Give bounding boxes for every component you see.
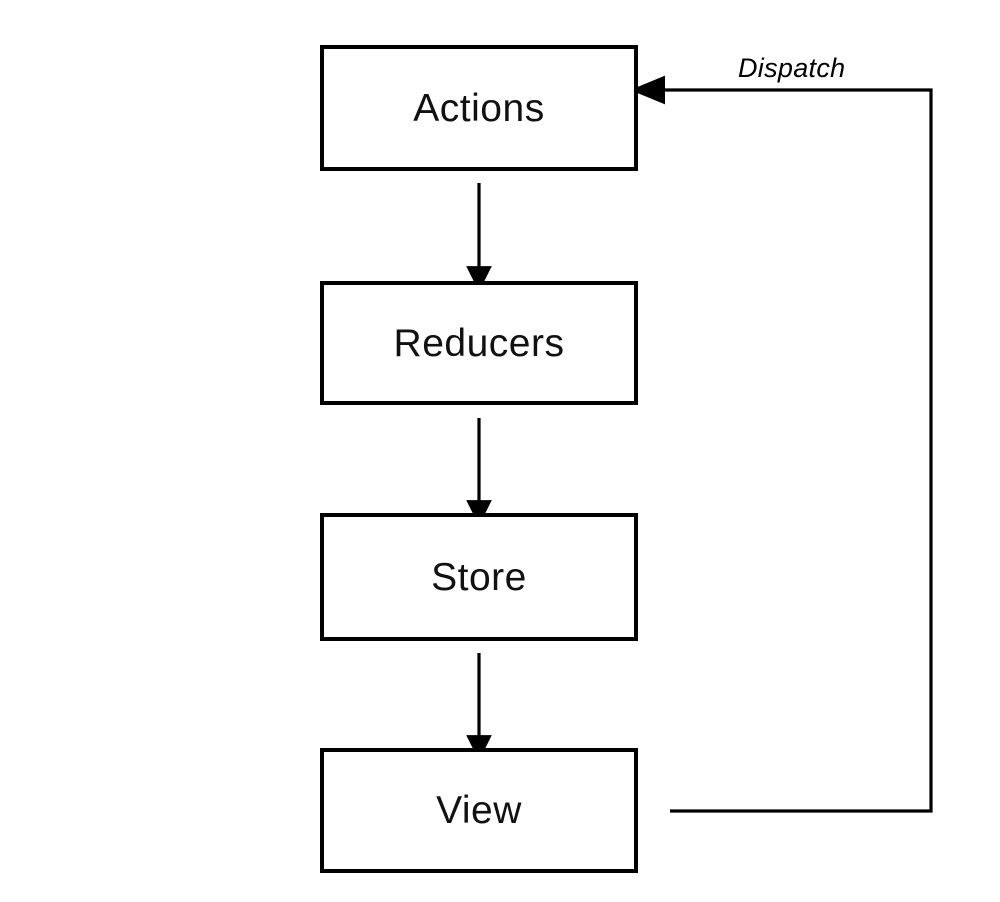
node-actions[interactable]: Actions [320,45,638,171]
node-view[interactable]: View [320,748,638,873]
node-view-label: View [436,789,522,832]
node-store-label: Store [431,555,527,599]
node-store[interactable]: Store [320,513,638,641]
connector-view-to-actions-dispatch [630,75,933,813]
node-actions-label: Actions [413,86,545,130]
node-reducers[interactable]: Reducers [320,281,638,405]
node-reducers-label: Reducers [393,321,565,365]
edge-label-dispatch: Dispatch [738,53,846,83]
